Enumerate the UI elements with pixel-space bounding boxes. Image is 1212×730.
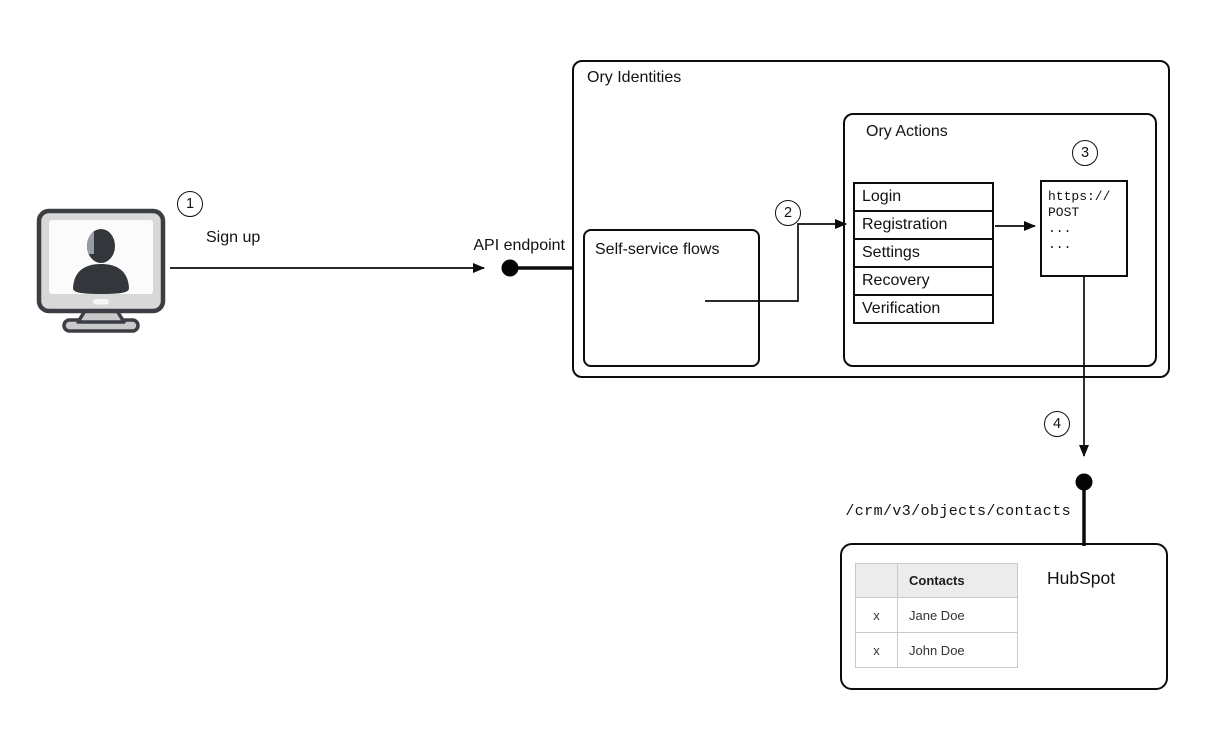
- webhook-snippet-line: POST: [1048, 205, 1080, 220]
- step-badge-4-number: 4: [1052, 416, 1062, 432]
- ory-identities-title: Ory Identities: [587, 69, 682, 86]
- contacts-table-header-row: Contacts: [855, 563, 1018, 598]
- api-endpoint-label: API endpoint: [473, 237, 565, 254]
- contact-name: John Doe: [897, 632, 1018, 668]
- ory-actions-title: Ory Actions: [866, 123, 948, 140]
- step-badge-2-number: 2: [783, 205, 793, 221]
- contact-mark: x: [855, 632, 898, 668]
- flow-list: Login Registration Settings Recovery Ver…: [853, 182, 994, 324]
- api-endpoint-dot: [501, 259, 519, 277]
- contacts-table-row: x John Doe: [855, 632, 1018, 668]
- flow-row-login: Login: [853, 182, 994, 212]
- contacts-table: Contacts x Jane Doe x John Doe: [855, 563, 1018, 668]
- self-service-flows-title: Self-service flows: [595, 241, 720, 258]
- person-silhouette-icon: [73, 229, 129, 294]
- hubspot-title: HubSpot: [1047, 568, 1116, 588]
- flow-row-verification: Verification: [853, 294, 994, 324]
- contact-name: Jane Doe: [897, 597, 1018, 633]
- signup-label: Sign up: [206, 229, 261, 246]
- contacts-header-mark-cell: [855, 563, 898, 598]
- contacts-header-label: Contacts: [897, 563, 1018, 598]
- hubspot-endpoint-path: /crm/v3/objects/contacts: [845, 503, 1071, 520]
- contact-mark: x: [855, 597, 898, 633]
- flow-row-recovery: Recovery: [853, 266, 994, 296]
- webhook-snippet-box: https:// POST ... ...: [1040, 180, 1128, 277]
- contacts-table-row: x Jane Doe: [855, 597, 1018, 633]
- hubspot-box: [840, 543, 1168, 690]
- user-computer-icon: [36, 208, 166, 333]
- webhook-snippet-line: ...: [1048, 237, 1072, 252]
- step-badge-1: 1: [177, 191, 203, 217]
- step-badge-1-number: 1: [185, 196, 195, 212]
- arrow-flow-to-registration: [705, 219, 847, 302]
- step-badge-4: 4: [1044, 411, 1070, 437]
- step-badge-2: 2: [775, 200, 801, 226]
- arrow-signup: [170, 259, 572, 277]
- hubspot-endpoint-dot: [1075, 473, 1093, 491]
- ory-identities-box: [572, 60, 1170, 378]
- webhook-snippet-line: ...: [1048, 221, 1072, 236]
- ory-actions-box: [843, 113, 1157, 367]
- webhook-snippet-line: https://: [1048, 189, 1111, 204]
- flow-row-registration: Registration: [853, 210, 994, 240]
- flow-row-settings: Settings: [853, 238, 994, 268]
- step-badge-3-number: 3: [1080, 145, 1090, 161]
- self-service-flows-box: [583, 229, 760, 367]
- step-badge-3: 3: [1072, 140, 1098, 166]
